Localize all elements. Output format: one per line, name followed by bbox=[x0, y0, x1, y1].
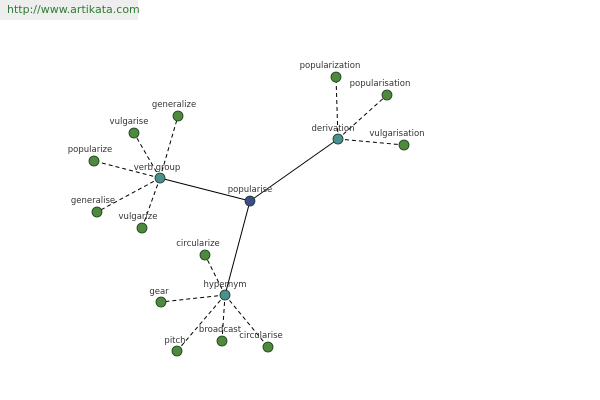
leaf-node-vulgarisation[interactable] bbox=[398, 139, 410, 151]
edge-verb-group-vulgarise bbox=[133, 132, 161, 179]
edge-derivation-popularisation bbox=[337, 94, 388, 140]
leaf-node-popularize[interactable] bbox=[88, 155, 100, 167]
hub-label-hypernym: hypernym bbox=[203, 280, 246, 290]
hub-label-derivation: derivation bbox=[311, 124, 354, 134]
leaf-label-generalise: generalise bbox=[71, 196, 115, 206]
leaf-node-gear[interactable] bbox=[155, 296, 167, 308]
edge-derivation-vulgarisation bbox=[337, 138, 405, 146]
leaf-node-broadcast[interactable] bbox=[216, 335, 228, 347]
leaf-label-vulgarise: vulgarise bbox=[110, 117, 149, 127]
leaf-label-pitch: pitch bbox=[164, 336, 185, 346]
leaf-label-vulgarisation: vulgarisation bbox=[369, 129, 424, 139]
center-node-popularise[interactable] bbox=[244, 195, 256, 207]
edge-hypernym-broadcast bbox=[221, 294, 226, 342]
edge-verb-group-generalise bbox=[96, 177, 161, 213]
edge-verb-group-popularize bbox=[93, 160, 161, 179]
leaf-label-popularisation: popularisation bbox=[350, 79, 411, 89]
leaf-label-popularization: popularization bbox=[300, 61, 361, 71]
hub-node-derivation[interactable] bbox=[332, 133, 344, 145]
hub-node-hypernym[interactable] bbox=[219, 289, 231, 301]
leaf-label-circularize: circularize bbox=[176, 239, 220, 249]
edge-layer bbox=[93, 76, 405, 352]
leaf-label-gear: gear bbox=[149, 287, 169, 297]
center-label-popularise: popularise bbox=[228, 185, 272, 195]
source-url-link[interactable]: http://www.artikata.com bbox=[7, 3, 140, 16]
leaf-node-pitch[interactable] bbox=[171, 345, 183, 357]
leaf-node-generalise[interactable] bbox=[91, 206, 103, 218]
leaf-node-popularisation[interactable] bbox=[381, 89, 393, 101]
leaf-label-generalize: generalize bbox=[152, 100, 196, 110]
edge-hypernym-pitch bbox=[176, 294, 226, 352]
leaf-node-vulgarise[interactable] bbox=[128, 127, 140, 139]
edge-verb-group-vulgarize bbox=[141, 177, 161, 229]
leaf-label-vulgarize: vulgarize bbox=[119, 212, 158, 222]
edge-derivation-popularization bbox=[335, 76, 339, 140]
leaf-label-popularize: popularize bbox=[68, 145, 113, 155]
edge-hypernym-gear bbox=[160, 294, 226, 303]
edge-hypernym-circularise bbox=[224, 294, 269, 348]
leaf-label-circularise: circularise bbox=[239, 331, 283, 341]
edge-hypernym-circularize bbox=[204, 254, 226, 296]
leaf-node-popularization[interactable] bbox=[330, 71, 342, 83]
leaf-label-broadcast: broadcast bbox=[199, 325, 242, 335]
node-layer bbox=[88, 71, 410, 357]
edge-popularise-verb-group bbox=[159, 177, 251, 202]
edge-verb-group-generalize bbox=[159, 115, 179, 179]
edge-popularise-derivation bbox=[249, 138, 339, 202]
leaf-node-vulgarize[interactable] bbox=[136, 222, 148, 234]
leaf-node-generalize[interactable] bbox=[172, 110, 184, 122]
leaf-node-circularise[interactable] bbox=[262, 341, 274, 353]
hub-label-verb-group: verb group bbox=[134, 163, 181, 173]
hub-node-verb-group[interactable] bbox=[154, 172, 166, 184]
leaf-node-circularize[interactable] bbox=[199, 249, 211, 261]
url-banner: http://www.artikata.com bbox=[0, 0, 140, 20]
edge-popularise-hypernym bbox=[224, 200, 251, 296]
